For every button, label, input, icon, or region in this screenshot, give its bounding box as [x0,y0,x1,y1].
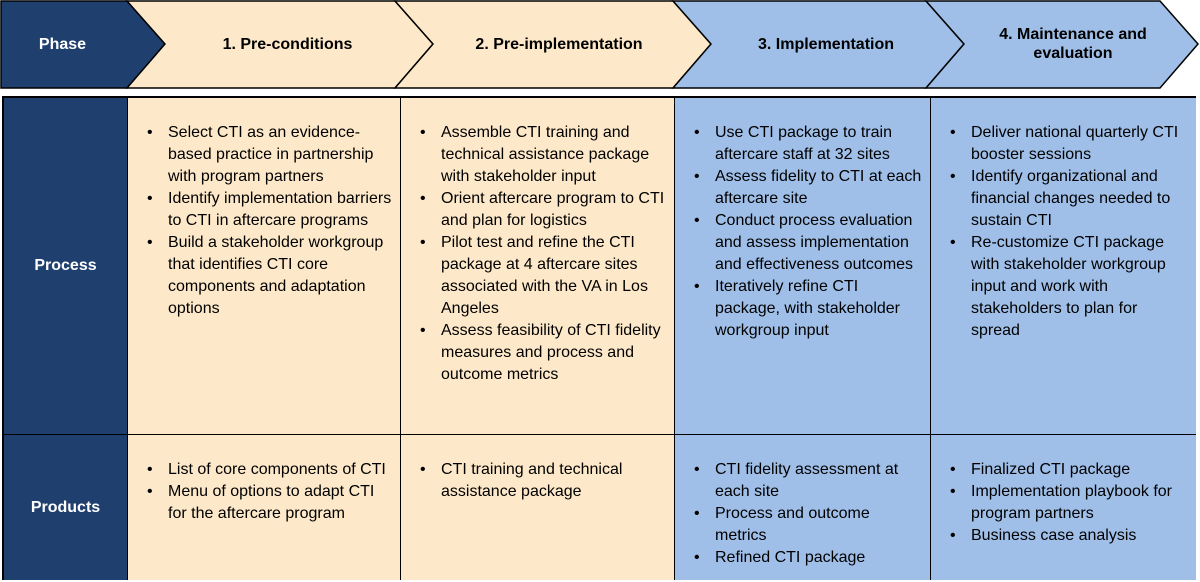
bullet-list: •Finalized CTI package •Implementation p… [931,435,1196,547]
list-item: •Orient aftercare program to CTI and pla… [420,190,665,229]
process-cell-phase-3: •Use CTI package to train aftercare staf… [675,98,931,434]
bullet-list: •CTI training and technical assistance p… [401,435,674,503]
bullet-list: •CTI fidelity assessment at each site •P… [675,435,930,569]
products-cell-phase-1: •List of core components of CTI •Menu of… [128,434,401,580]
products-label-text: Products [30,498,101,516]
phase-4-title: 4. Maintenance and evaluation [999,26,1147,62]
products-cell-phase-2: •CTI training and technical assistance p… [401,434,675,580]
list-item: •CTI fidelity assessment at each site [694,461,899,500]
list-item: •Assess feasibility of CTI fidelity meas… [420,322,661,383]
list-item: •Refined CTI package [694,549,866,566]
bullet-list: •Deliver national quarterly CTI booster … [931,98,1196,342]
products-cell-phase-3: •CTI fidelity assessment at each site •P… [675,434,931,580]
list-item: •Identify organizational and financial c… [950,168,1171,229]
bullet-list: •Use CTI package to train aftercare staf… [675,98,930,342]
process-row-label: Process [4,98,128,434]
list-item: •Deliver national quarterly CTI booster … [950,124,1179,163]
phase-2-title: 2. Pre-implementation [475,35,643,53]
phase-chevron-shapes [0,0,1199,89]
list-item: •List of core components of CTI [147,461,386,478]
list-item: •Assess fidelity to CTI at each aftercar… [694,168,922,207]
phase-table: Process •Select CTI as an evidence-based… [2,96,1196,580]
list-item: •Menu of options to adapt CTI for the af… [147,483,375,522]
list-item: •Business case analysis [950,527,1137,544]
list-item: •CTI training and technical assistance p… [420,461,623,500]
process-cell-phase-2: •Assemble CTI training and technical ass… [401,98,675,434]
list-item: •Conduct process evaluation and assess i… [694,212,914,273]
phase-4-chevron [924,0,1199,89]
list-item: •Identify implementation barriers to CTI… [147,190,392,229]
phase-1-title: 1. Pre-conditions [222,35,353,53]
list-item: •Build a stakeholder workgroup that iden… [147,234,384,317]
phase-header: Phase 1. Pre-conditions 2. Pre-implement… [0,0,1200,90]
list-item: •Implementation playbook for program par… [950,483,1172,522]
products-cell-phase-4: •Finalized CTI package •Implementation p… [931,434,1196,580]
list-item: •Assemble CTI training and technical ass… [420,124,650,185]
phase-label: Phase [38,35,87,53]
products-row-label: Products [4,434,128,580]
bullet-list: •Assemble CTI training and technical ass… [401,98,674,386]
list-item: •Pilot test and refine the CTI package a… [420,234,648,317]
list-item: •Re-customize CTI package with stakehold… [950,234,1166,339]
bullet-list: •List of core components of CTI •Menu of… [128,435,400,525]
list-item: •Iteratively refine CTI package, with st… [694,278,900,339]
process-cell-phase-1: •Select CTI as an evidence-based practic… [128,98,401,434]
list-item: •Finalized CTI package [950,461,1131,478]
process-cell-phase-4: •Deliver national quarterly CTI booster … [931,98,1196,434]
phase-3-title: 3. Implementation [757,35,895,53]
process-label-text: Process [34,257,97,274]
list-item: •Use CTI package to train aftercare staf… [694,124,892,163]
bullet-list: •Select CTI as an evidence-based practic… [128,98,400,320]
list-item: •Select CTI as an evidence-based practic… [147,124,374,185]
list-item: •Process and outcome metrics [694,505,870,544]
